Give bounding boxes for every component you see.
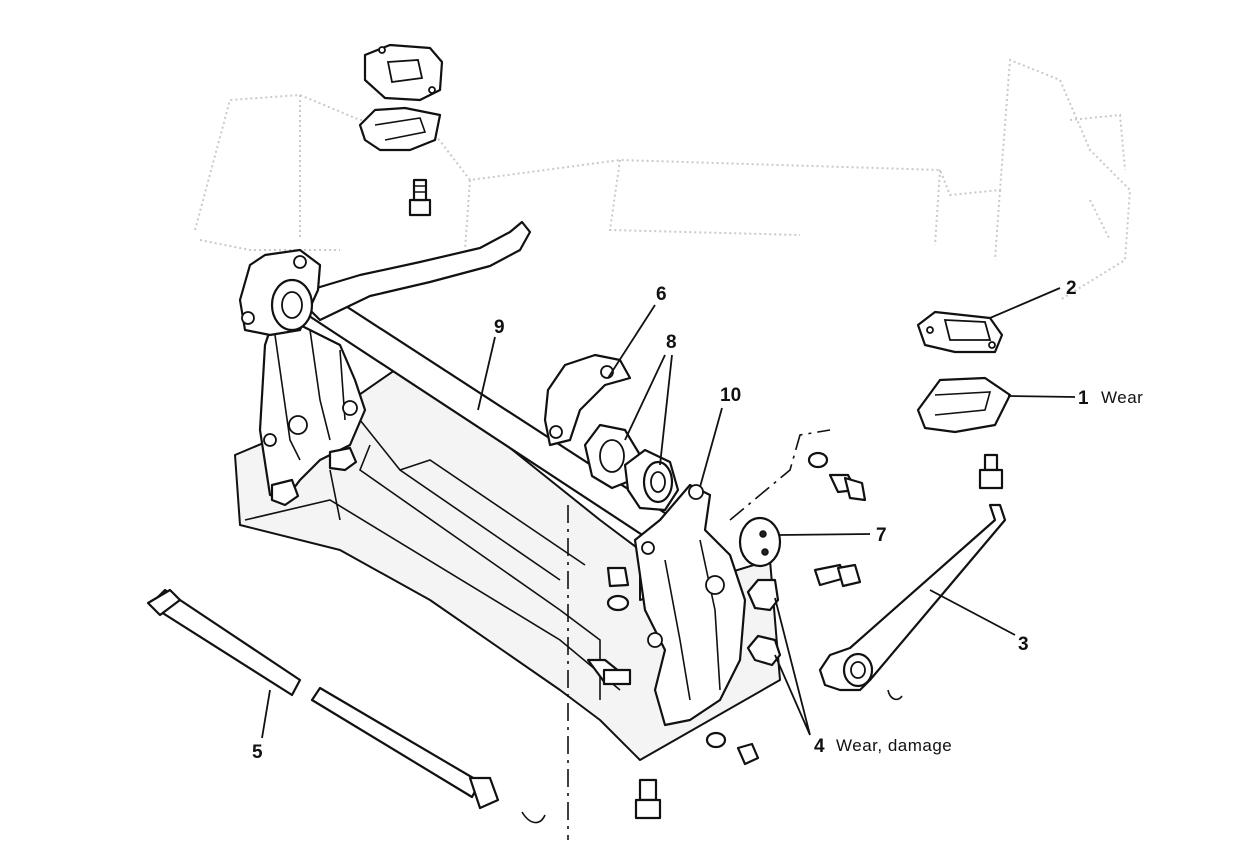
fasteners [521, 451, 1004, 824]
callout-1-number: 1 [1078, 388, 1089, 409]
callout-9-number: 9 [494, 317, 505, 338]
callout-4-number: 4 [814, 736, 825, 757]
bracket-10 [633, 483, 747, 727]
leader-lines [261, 287, 1076, 739]
callout-2-number: 2 [1066, 278, 1077, 299]
left-bar-clamp [238, 248, 322, 337]
center-lines [567, 429, 831, 840]
callout-8-number: 8 [666, 332, 677, 353]
bushings-8 [583, 423, 680, 512]
callout-4-note: Wear, damage [836, 736, 952, 755]
bushing-halves-4 [746, 578, 782, 667]
upper-mount-parts [358, 43, 444, 217]
callout-3-number: 3 [1018, 634, 1029, 655]
right-mount-parts [916, 310, 1012, 434]
left-bracket-assembly [258, 323, 367, 507]
background-frame-outline [194, 58, 1132, 301]
callout-5-number: 5 [252, 742, 263, 763]
callout-6-number: 6 [656, 284, 667, 305]
callout-10-number: 10 [720, 385, 741, 406]
callout-labels: 1 Wear 2 3 4 Wear, damage 5 6 7 8 9 10 [252, 278, 1143, 763]
shafts-5 [146, 588, 500, 810]
callout-7-number: 7 [876, 525, 887, 546]
link-arm-3 [818, 503, 1007, 692]
callout-1-note: Wear [1101, 388, 1143, 407]
